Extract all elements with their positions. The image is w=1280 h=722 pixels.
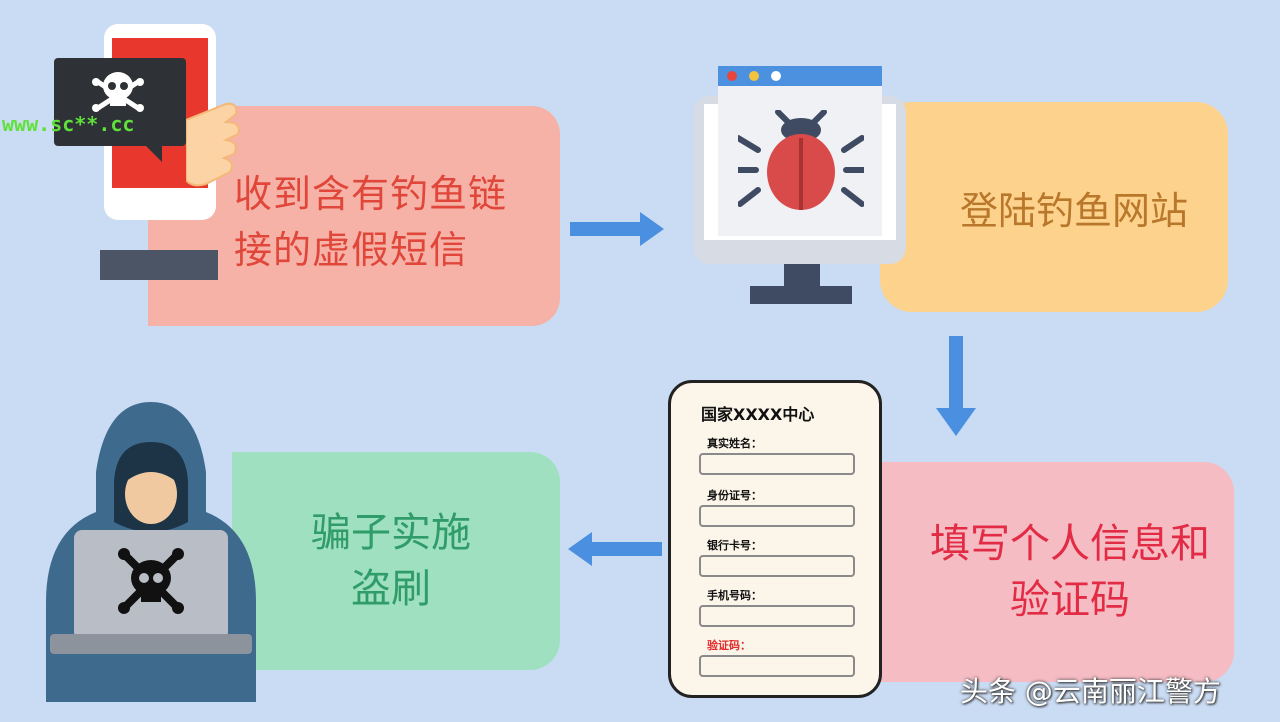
form-field-phone (699, 605, 855, 627)
form-field-bank (699, 555, 855, 577)
form-title: 国家XXXX中心 (701, 405, 815, 424)
step2-card: 登陆钓鱼网站 (880, 102, 1228, 312)
hand-icon (186, 102, 240, 187)
form-label-phone: 手机号码： (707, 589, 762, 602)
browser-dots (727, 71, 781, 81)
step2-text: 登陆钓鱼网站 (959, 188, 1188, 233)
form-label-code: 验证码： (707, 639, 751, 652)
hacker-icon (46, 402, 256, 702)
watermark: 头条 @云南丽江警方 (960, 675, 1221, 708)
step3-text: 填写个人信息和 验证码 (930, 516, 1210, 628)
step4-text: 骗子实施 盗刷 (311, 505, 471, 617)
step3-card: 填写个人信息和 验证码 (880, 462, 1234, 682)
step3-line1: 填写个人信息和 (930, 521, 1210, 567)
form-label-bank: 银行卡号： (707, 539, 762, 552)
arrow-down-icon (936, 336, 976, 436)
step1-line1: 收到含有钓鱼链 (234, 172, 508, 216)
form-field-id (699, 505, 855, 527)
arrow-left-icon (568, 532, 662, 566)
phone-shadow (100, 250, 218, 280)
fake-form: 国家XXXX中心 真实姓名： 身份证号： 银行卡号： 手机号码： 验证码： (668, 380, 882, 698)
step1-text: 收到含有钓鱼链 接的虚假短信 (234, 166, 534, 278)
browser-bar (718, 66, 882, 86)
step4-line2: 盗刷 (351, 566, 431, 612)
step4-line1: 骗子实施 (311, 510, 471, 556)
bug-icon (738, 110, 864, 210)
arrow-right-icon (570, 212, 664, 246)
form-field-code (699, 655, 855, 677)
step3-line2: 验证码 (1010, 577, 1130, 623)
laptop-skull-icon (118, 548, 184, 614)
step1-line2: 接的虚假短信 (234, 228, 469, 272)
form-label-name: 真实姓名： (707, 437, 762, 450)
skull-icon (92, 72, 144, 112)
sms-bubble-tail (140, 140, 162, 162)
monitor-stand (784, 262, 820, 288)
form-label-id: 身份证号： (707, 489, 762, 502)
form-field-name (699, 453, 855, 475)
monitor-base (750, 286, 852, 304)
step4-card: 骗子实施 盗刷 (232, 452, 560, 670)
phishing-url: www.sc**.cc (2, 112, 135, 136)
